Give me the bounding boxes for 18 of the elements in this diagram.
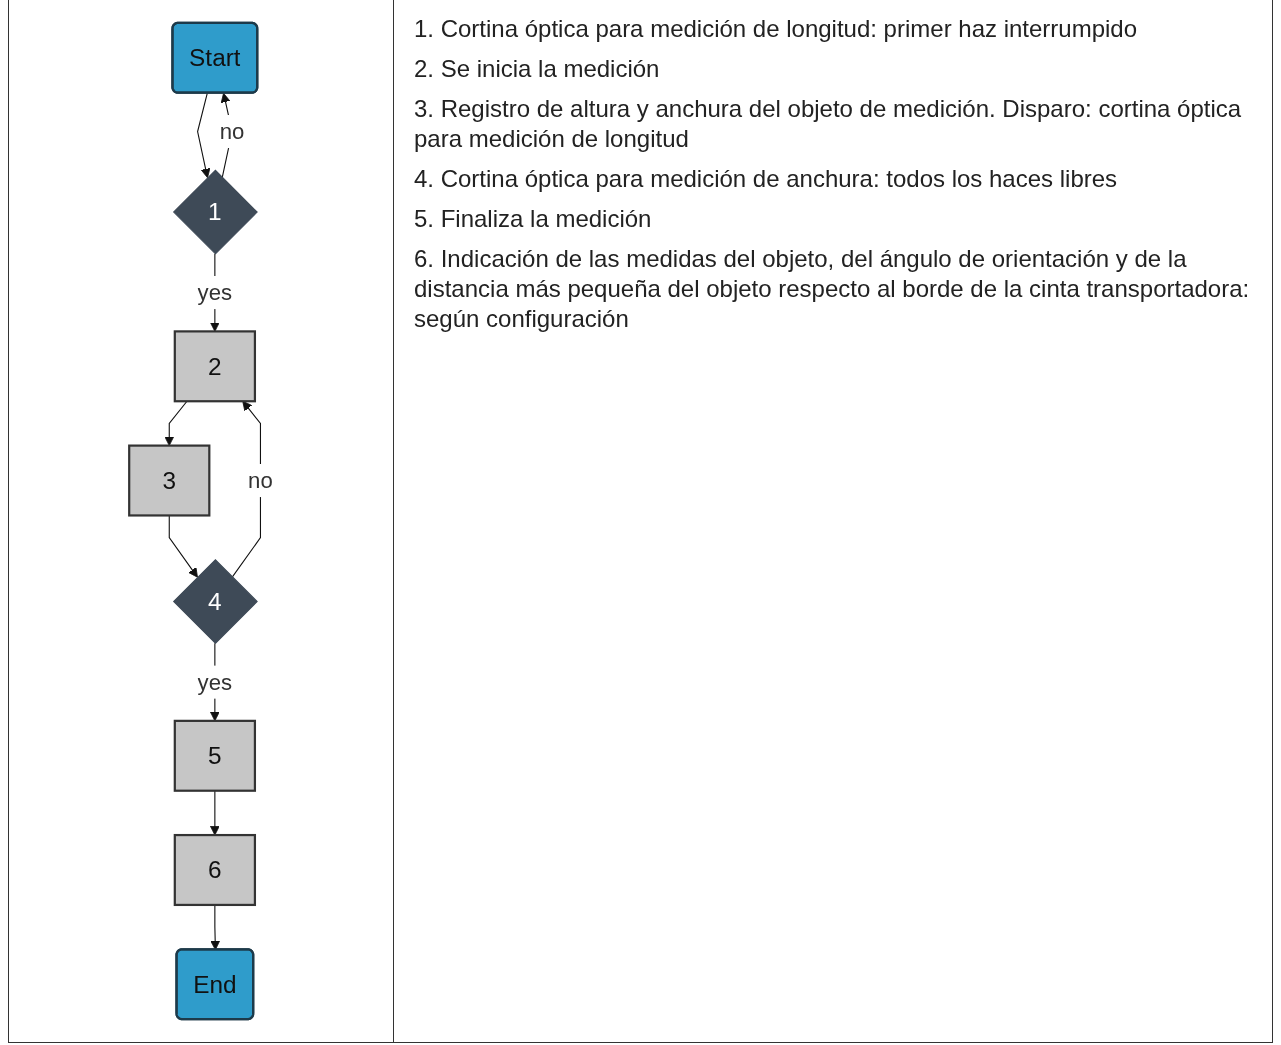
step-description: 1. Cortina óptica para medición de longitud: primer haz interrumpido	[414, 14, 1139, 44]
step-description: 6. Indicación de las medidas del objeto, del ángulo de orientación y de la distancia más pequeña del objeto respecto al borde de la cinta transportadora: según configuración	[414, 244, 1251, 334]
node-box: 5	[173, 719, 257, 792]
step-description: 4. Cortina óptica para medición de anchura: todos los haces libres	[414, 164, 1119, 194]
node-box: 3	[128, 444, 211, 517]
arrow	[210, 790, 220, 836]
edge-label: no	[219, 119, 245, 144]
edge-label: no	[248, 468, 273, 493]
step-description: 5. Finaliza la medición	[414, 204, 653, 234]
arrow	[197, 92, 211, 179]
node-diamond: 1	[172, 169, 258, 255]
step-description: 3. Registro de altura y anchura del objeto de medición. Disparo: cortina óptica para medición de longitud	[414, 94, 1243, 154]
node-box: 6	[173, 833, 257, 907]
step-description: 2. Se inicia la medición	[414, 54, 661, 84]
edge-label: yes	[197, 669, 233, 695]
edge-label: yes	[197, 280, 233, 305]
node-diamond: 4	[172, 559, 258, 645]
node-box: 2	[173, 330, 257, 403]
